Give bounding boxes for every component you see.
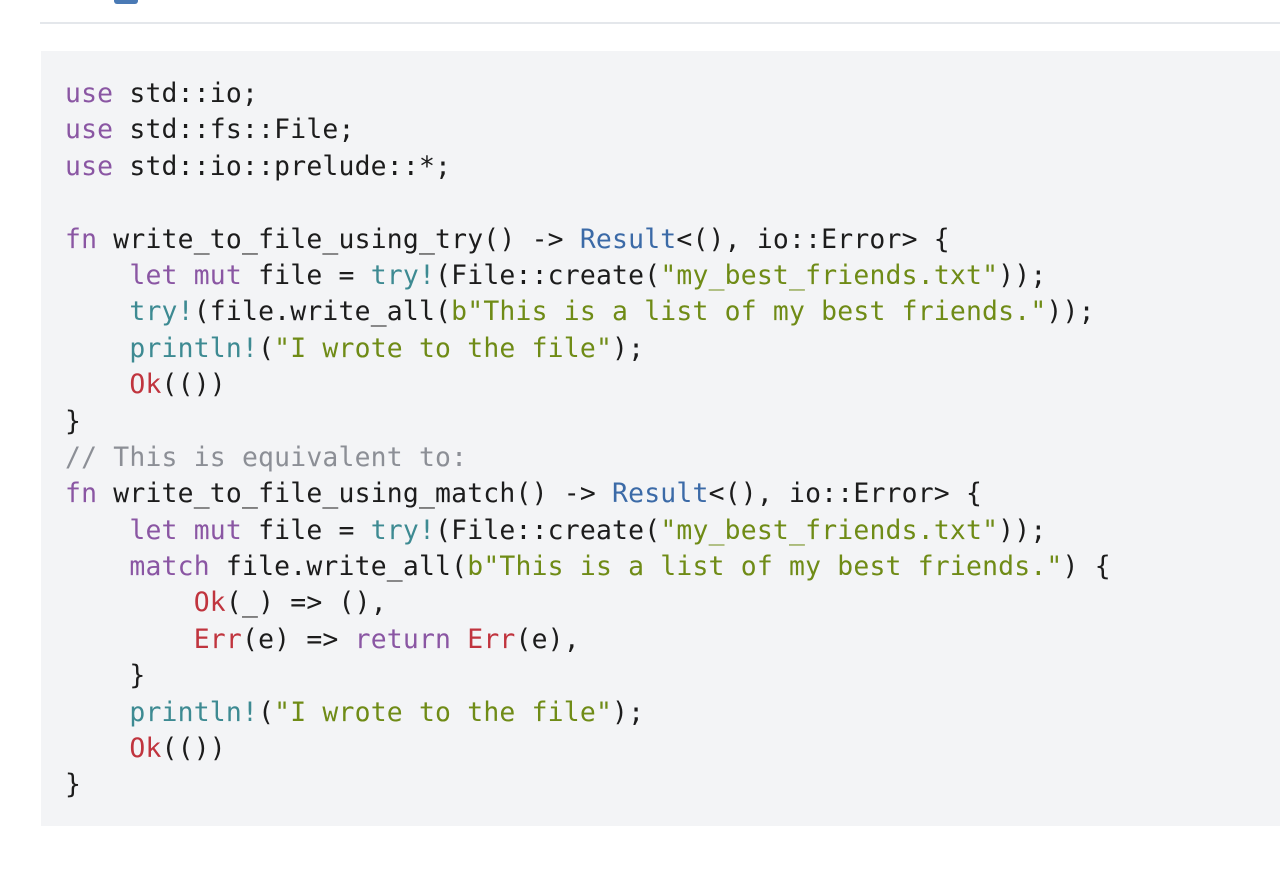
code-token: try! <box>370 514 436 546</box>
code-token: // This is equivalent to: <box>65 441 468 473</box>
code-line: match file.write_all(b"This is a list of… <box>65 549 1111 585</box>
code-token: file = <box>241 514 371 546</box>
code-token: ( <box>258 696 275 728</box>
code-token: use <box>65 78 114 109</box>
code-token: fn <box>65 223 98 255</box>
code-token: (()) <box>161 369 226 401</box>
code-token: )); <box>1046 296 1095 328</box>
code-line: let mut file = try!(File::create("my_bes… <box>65 513 1111 549</box>
code-line: println!("I wrote to the file"); <box>65 695 1111 731</box>
code-token: try! <box>129 296 194 328</box>
code-token: write_to_file_using_match() -> <box>97 478 613 510</box>
code-token: ); <box>612 332 645 364</box>
code-token: "I wrote to the file" <box>274 696 613 728</box>
code-token: <(), io::Error> { <box>676 223 950 255</box>
code-token: Ok <box>129 369 162 401</box>
code-token: file = <box>241 259 371 291</box>
code-token <box>65 587 194 618</box>
code-token: let mut <box>129 514 242 546</box>
code-token: Result <box>612 478 709 510</box>
code-line: fn write_to_file_using_match() -> Result… <box>65 476 1111 512</box>
code-token: println! <box>129 332 259 364</box>
code-token: b"This is a list of my best friends." <box>467 551 1063 583</box>
code-token: } <box>65 769 82 801</box>
code-line <box>65 185 1111 221</box>
header-divider <box>40 22 1280 24</box>
code-token: "my_best_friends.txt" <box>660 259 999 291</box>
code-line: } <box>65 404 1111 440</box>
code-token: Err <box>193 623 242 655</box>
code-token: file.write_all( <box>209 551 468 583</box>
code-token <box>65 733 129 764</box>
code-token: ( <box>258 332 275 364</box>
code-token: use <box>65 114 114 146</box>
code-token: ); <box>612 696 645 728</box>
code-token: let mut <box>129 259 242 291</box>
code-token: ) { <box>1062 551 1111 583</box>
code-token: )); <box>998 259 1047 291</box>
code-line: Err(e) => return Err(e), <box>65 622 1111 658</box>
code-token: Ok <box>129 733 162 765</box>
code-token <box>65 624 194 655</box>
code-token: write_to_file_using_try() -> <box>97 223 580 255</box>
code-token <box>451 624 467 655</box>
code-token <box>65 697 129 728</box>
code-line: use std::io; <box>65 76 1111 112</box>
code-token: (File::create( <box>435 514 661 546</box>
code-line: Ok(_) => (), <box>65 585 1111 621</box>
code-token: (e) => <box>241 623 355 655</box>
code-line: Ok(()) <box>65 731 1111 767</box>
code-listing: use std::io;use std::fs::File;use std::i… <box>65 76 1111 804</box>
code-token: std::io::prelude::*; <box>113 150 452 182</box>
code-line: } <box>65 767 1111 803</box>
page-heading-fragment <box>114 0 138 4</box>
code-token <box>65 369 129 400</box>
code-token: (File::create( <box>435 259 661 291</box>
code-line: use std::fs::File; <box>65 112 1111 148</box>
code-token: <(), io::Error> { <box>708 478 983 510</box>
code-token: std::io; <box>113 78 259 109</box>
code-line: use std::io::prelude::*; <box>65 149 1111 185</box>
code-token <box>65 551 129 582</box>
code-token: fn <box>65 478 98 510</box>
code-token: } <box>65 660 146 692</box>
code-token: )); <box>998 514 1047 546</box>
code-token: use <box>65 150 114 182</box>
code-block <box>41 51 1280 826</box>
code-token: return <box>354 623 452 655</box>
code-token: } <box>65 405 82 437</box>
code-line: let mut file = try!(File::create("my_bes… <box>65 258 1111 294</box>
code-token: Err <box>467 623 516 655</box>
code-token: (e), <box>515 623 580 655</box>
code-token: match <box>129 551 210 583</box>
code-line: fn write_to_file_using_try() -> Result<(… <box>65 222 1111 258</box>
code-line: // This is equivalent to: <box>65 440 1111 476</box>
code-token: try! <box>370 259 436 291</box>
code-token: "my_best_friends.txt" <box>660 514 999 546</box>
code-token: Result <box>579 223 677 255</box>
code-token: "I wrote to the file" <box>274 332 613 364</box>
code-token <box>65 515 129 546</box>
code-token: b"This is a list of my best friends." <box>451 296 1047 328</box>
code-line: Ok(()) <box>65 367 1111 403</box>
code-token: (()) <box>161 733 226 765</box>
code-token <box>65 260 129 291</box>
code-token <box>65 296 129 327</box>
code-token <box>65 333 129 364</box>
code-token: println! <box>129 696 259 728</box>
code-token: std::fs::File; <box>113 114 355 146</box>
code-line: try!(file.write_all(b"This is a list of … <box>65 294 1111 330</box>
code-token: Ok <box>193 587 226 619</box>
code-token: (_) => (), <box>225 587 387 619</box>
code-token: (file.write_all( <box>193 296 452 328</box>
code-line: println!("I wrote to the file"); <box>65 331 1111 367</box>
code-line: } <box>65 658 1111 694</box>
